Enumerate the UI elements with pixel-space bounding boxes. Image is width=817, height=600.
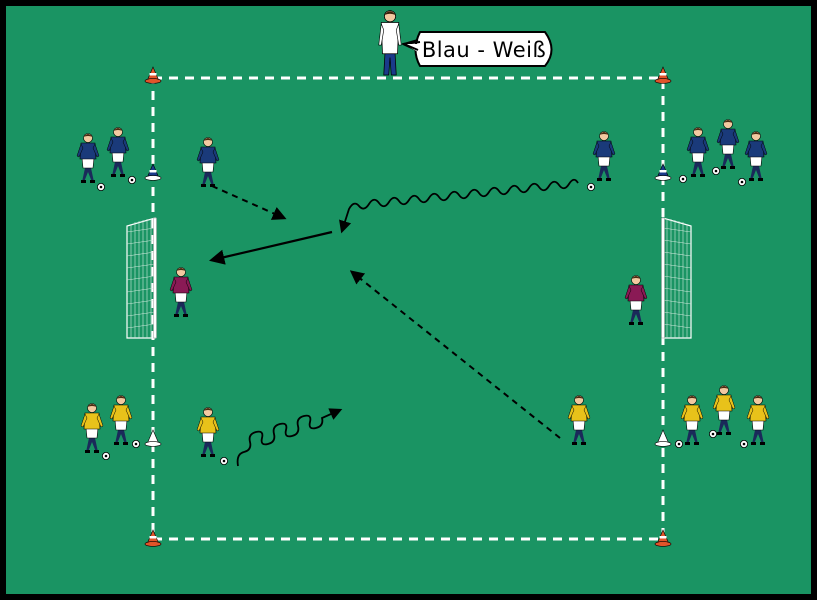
ball (737, 177, 747, 187)
pass-arrow-shot (209, 230, 333, 265)
ball (674, 439, 684, 449)
speech-bubble-text: Blau - Weiß (421, 38, 547, 62)
ball (219, 456, 229, 466)
ball (678, 174, 688, 184)
ball (96, 182, 106, 192)
ball (708, 429, 718, 439)
ball (101, 451, 111, 461)
coach (378, 10, 402, 76)
ball (131, 439, 141, 449)
run-arrow-blue (211, 185, 287, 220)
ball (127, 175, 137, 185)
ball (739, 439, 749, 449)
dribble-arrow-blue (339, 178, 579, 234)
run-arrow-yellow (349, 270, 561, 439)
dribble-arrow-yellow (236, 408, 343, 467)
ball (586, 182, 596, 192)
ball (711, 166, 721, 176)
